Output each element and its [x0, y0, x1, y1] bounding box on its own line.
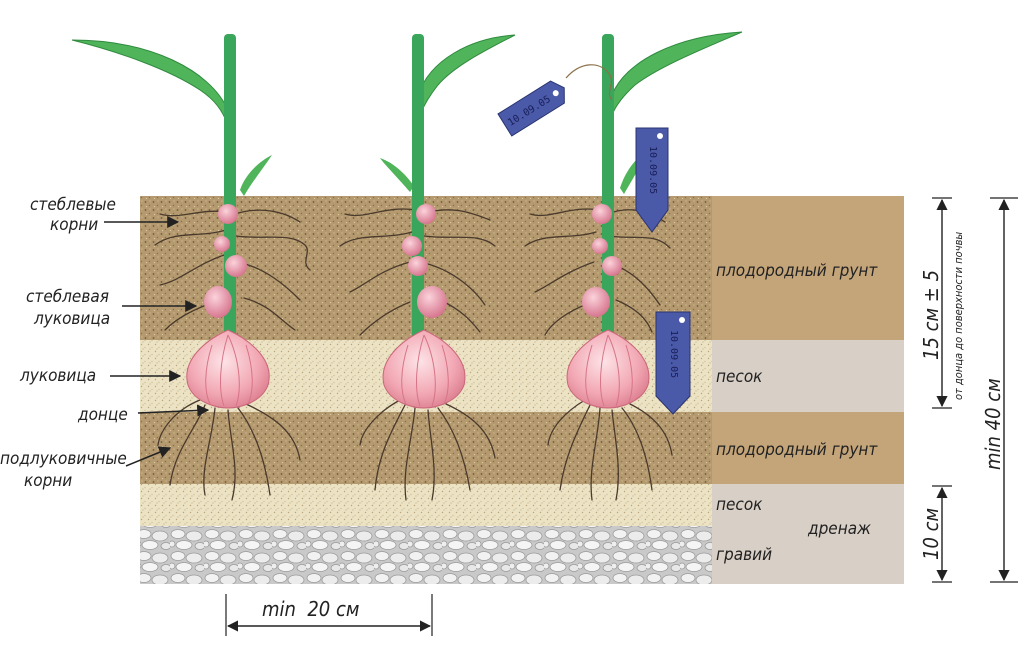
- stem-bud: [218, 204, 238, 224]
- label-stem-roots-1: стеблевые: [30, 195, 116, 215]
- label-sub-bulb-roots-2: корни: [24, 471, 72, 491]
- dimensions: 15 см ± 5 от донца до поверхности почвы …: [225, 197, 1018, 636]
- stem-bulb: [417, 286, 447, 318]
- label-fertile-soil-bottom: плодородный грунт: [716, 440, 878, 460]
- label-total-depth: min 40 см: [981, 378, 1005, 470]
- tag-date: 10.09.05: [647, 146, 658, 194]
- leaf-icon: [71, 39, 229, 126]
- label-sub-bulb-roots-1: подлуковичные: [0, 449, 127, 469]
- bulb-scale: [401, 334, 449, 407]
- label-sand-bottom: песок: [716, 495, 763, 515]
- panel-drainage: [712, 484, 904, 584]
- leaf-icon: [240, 155, 272, 196]
- plant-1: [71, 34, 272, 409]
- hanging-tag: 10.09.05: [497, 80, 565, 137]
- stem-bud: [408, 256, 428, 276]
- layer-labels: плодородный грунт песок плодородный грун…: [716, 261, 878, 565]
- stem-bud: [214, 236, 230, 252]
- stake-tag-upper: 10.09.05: [635, 127, 669, 233]
- bulb-scale: [205, 334, 253, 407]
- plant-3: [566, 31, 743, 409]
- label-depth-note: от донца до поверхности почвы: [952, 232, 965, 400]
- label-stem-bulb-2: луковица: [33, 309, 110, 329]
- panel-fertile-top: [712, 196, 904, 340]
- stem-bud: [416, 204, 436, 224]
- gravel-layer: [140, 526, 712, 584]
- leaf-icon: [611, 31, 743, 116]
- plant-2: [380, 34, 516, 409]
- stem-bud: [402, 236, 422, 256]
- bulb: [382, 329, 466, 409]
- arrow-basal-plate: [137, 404, 210, 417]
- bulb: [566, 329, 650, 409]
- plant-tags: 10.09.05 10.09.05 10.09.05: [497, 64, 691, 415]
- leaf-icon: [417, 34, 516, 116]
- stem-bud: [592, 238, 608, 254]
- tag-string: [565, 64, 613, 101]
- stem-bulb: [204, 286, 232, 318]
- label-bulb: луковица: [19, 366, 96, 386]
- stem-bud: [602, 256, 622, 276]
- fertile-soil-bottom-layer: [140, 412, 712, 484]
- stem-bud: [225, 255, 247, 277]
- stem-bulb: [582, 287, 610, 317]
- bulb: [186, 329, 270, 409]
- left-labels: стеблевые корни стеблевая луковица луков…: [0, 195, 210, 491]
- label-basal-plate: донце: [77, 405, 128, 425]
- label-fertile-soil-top: плодородный грунт: [716, 261, 878, 281]
- stem-bud: [592, 204, 612, 224]
- label-drainage-depth: 10 см: [919, 508, 943, 560]
- sand-bottom-layer: [140, 484, 712, 526]
- tag-date: 10.09.05: [668, 330, 679, 378]
- stake-tag-lower: 10.09.05: [655, 311, 691, 415]
- panel-fertile-bottom: [712, 412, 904, 484]
- leaf-icon: [380, 158, 414, 192]
- panel-sand-top: [712, 340, 904, 412]
- label-stem-roots-2: корни: [50, 215, 98, 235]
- label-spacing: min 20 см: [262, 597, 359, 621]
- bulb-scale: [585, 334, 633, 407]
- label-drainage: дренаж: [807, 519, 871, 539]
- arrow-sub-bulb-roots: [125, 446, 172, 467]
- label-gravel: гравий: [716, 545, 772, 565]
- label-depth: 15 см ± 5: [919, 270, 943, 360]
- label-stem-bulb-1: стеблевая: [26, 287, 109, 307]
- label-sand-top: песок: [716, 367, 763, 387]
- layer-panels: [712, 196, 904, 584]
